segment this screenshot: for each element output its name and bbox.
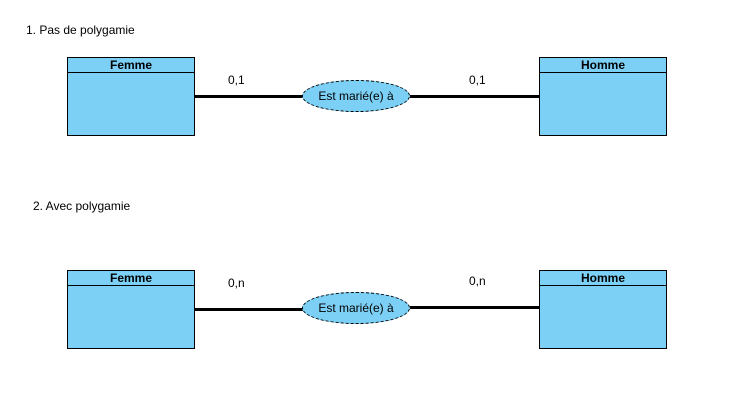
diagram-2-title: 2. Avec polygamie [33,199,131,213]
diagram-2-right-cardinality: 0,n [469,274,486,288]
diagram-2-right-connector [410,306,542,309]
diagram-2-relation[interactable]: Est marié(e) à [302,292,410,324]
diagram-2-entity-homme[interactable]: Homme [539,270,667,349]
diagram-2-left-cardinality: 0,n [228,276,245,290]
diagram-2-left-connector [195,308,303,311]
diagram-2-entity-femme-label: Femme [68,271,194,286]
diagram-1-relation[interactable]: Est marié(e) à [302,80,410,112]
diagram-1-relation-label: Est marié(e) à [318,89,394,103]
diagram-1-left-cardinality: 0,1 [228,73,245,87]
diagram-1-right-cardinality: 0,1 [469,73,486,87]
diagram-1-title: 1. Pas de polygamie [26,23,135,37]
diagram-1-entity-homme-label: Homme [540,58,666,73]
diagram-2-entity-femme[interactable]: Femme [67,270,195,349]
diagram-2-relation-label: Est marié(e) à [318,301,394,315]
diagram-1-entity-femme[interactable]: Femme [67,57,195,136]
diagram-1-entity-femme-label: Femme [68,58,194,73]
diagram-2-entity-homme-label: Homme [540,271,666,286]
diagram-1-right-connector [410,95,540,98]
diagram-1-left-connector [195,95,303,98]
diagram-1-entity-homme[interactable]: Homme [539,57,667,136]
